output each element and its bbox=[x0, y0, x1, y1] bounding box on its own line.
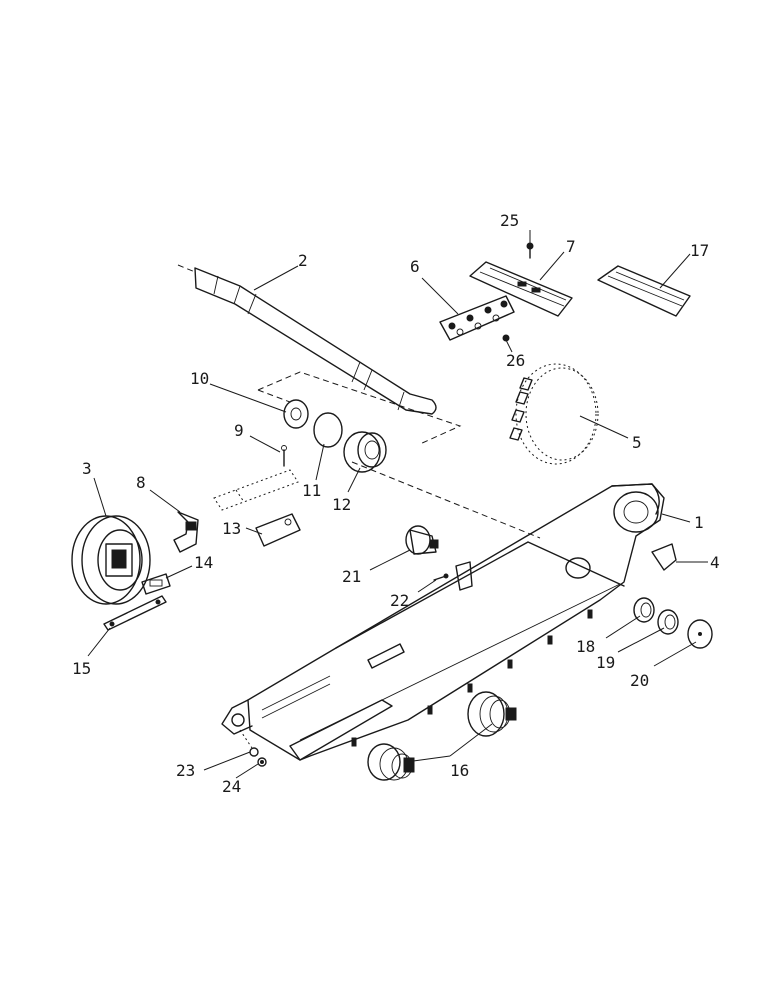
part-16-track-roller-upper bbox=[467, 691, 517, 737]
callout-8: 8 bbox=[136, 473, 146, 492]
callout-13: 13 bbox=[222, 519, 241, 538]
part-9-pin bbox=[281, 445, 287, 467]
callout-19: 19 bbox=[596, 653, 615, 672]
part-19-bearing-ring bbox=[657, 609, 679, 635]
callout-1: 1 bbox=[694, 513, 704, 532]
part-25-bolt bbox=[526, 242, 534, 259]
callout-26: 26 bbox=[506, 351, 525, 370]
callout-7: 7 bbox=[566, 237, 576, 256]
alignment-line bbox=[351, 461, 541, 539]
callout-labels: 1 2 3 4 5 6 7 8 9 10 11 12 13 14 15 16 1… bbox=[72, 211, 720, 796]
part-12-bearing bbox=[343, 431, 387, 473]
callout-12: 12 bbox=[332, 495, 351, 514]
callout-16: 16 bbox=[450, 761, 469, 780]
callout-15: 15 bbox=[72, 659, 91, 678]
part-3-idler-wheel bbox=[71, 515, 151, 605]
callout-9: 9 bbox=[234, 421, 244, 440]
part-18-seal-ring bbox=[633, 597, 655, 623]
part-10-washer bbox=[283, 399, 309, 429]
part-2-axle-shaft bbox=[177, 264, 437, 415]
part-13-plate bbox=[255, 513, 301, 547]
part-22-bolt bbox=[433, 573, 449, 581]
callout-14: 14 bbox=[194, 553, 213, 572]
assembly-outline bbox=[257, 371, 462, 445]
part-14-plate bbox=[141, 573, 171, 595]
part-16-track-roller-lower bbox=[367, 743, 415, 781]
callout-18: 18 bbox=[576, 637, 595, 656]
leader-lines bbox=[87, 230, 708, 779]
callout-23: 23 bbox=[176, 761, 195, 780]
callout-21: 21 bbox=[342, 567, 361, 586]
part-4-wedge bbox=[651, 543, 677, 571]
callout-25: 25 bbox=[500, 211, 519, 230]
part-11-o-ring bbox=[313, 412, 343, 448]
part-23-washer bbox=[249, 747, 259, 757]
part-21-carrier-roller bbox=[405, 525, 439, 555]
part-5-sprocket bbox=[509, 363, 599, 465]
part-7-track-shoe bbox=[469, 261, 573, 317]
callout-5: 5 bbox=[632, 433, 642, 452]
part-9-adjuster-rod bbox=[213, 469, 299, 511]
callout-2: 2 bbox=[298, 251, 308, 270]
part-8-bracket bbox=[173, 511, 199, 553]
part-1-track-frame bbox=[221, 483, 665, 761]
callout-20: 20 bbox=[630, 671, 649, 690]
part-15-strip bbox=[103, 595, 167, 631]
callout-4: 4 bbox=[710, 553, 720, 572]
part-6-chain-link bbox=[439, 295, 515, 341]
part-24-nut bbox=[257, 757, 267, 767]
callout-22: 22 bbox=[390, 591, 409, 610]
callout-10: 10 bbox=[190, 369, 209, 388]
callout-3: 3 bbox=[82, 459, 92, 478]
part-17-track-shoe bbox=[597, 265, 691, 317]
part-20-cover-disc bbox=[687, 619, 713, 649]
callout-17: 17 bbox=[690, 241, 709, 260]
fastener-alignment bbox=[239, 729, 253, 749]
callout-11: 11 bbox=[302, 481, 321, 500]
callout-24: 24 bbox=[222, 777, 241, 796]
callout-6: 6 bbox=[410, 257, 420, 276]
